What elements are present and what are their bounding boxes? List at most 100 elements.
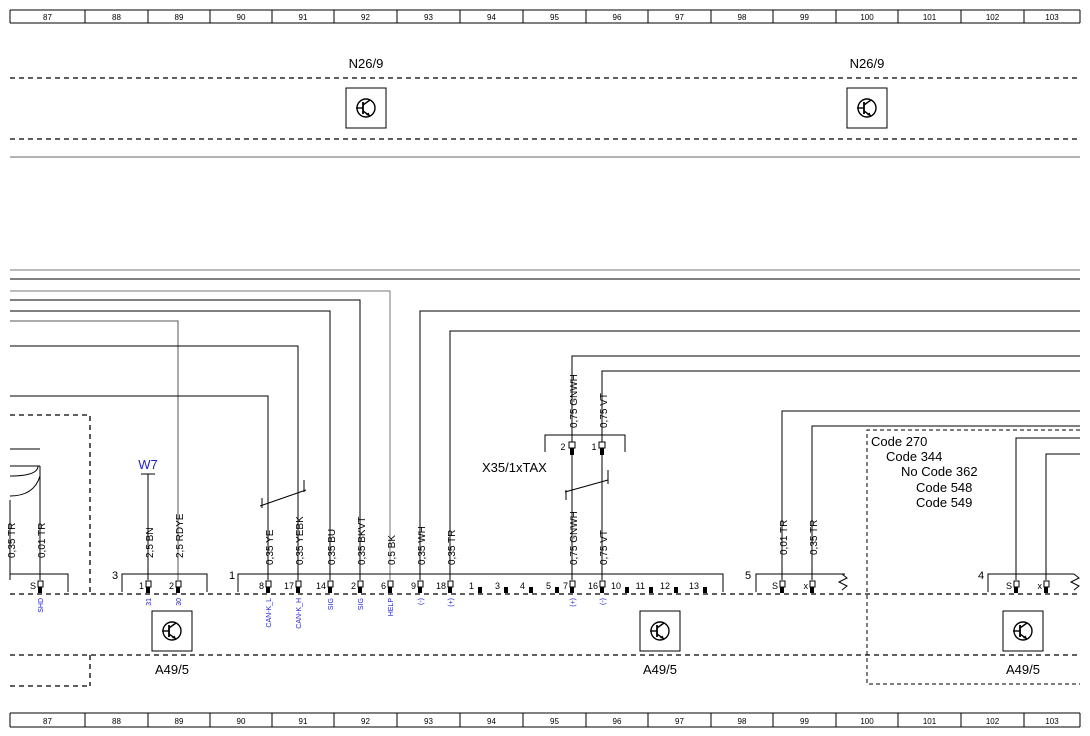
signal-label: (+) [448,598,455,607]
unused-pin: 13 [689,581,707,593]
signal-label: (-) [600,598,607,605]
pin-contact [38,587,42,593]
pin-terminal [1013,580,1020,588]
code-label: Code 549 [916,495,972,510]
pin-terminal [327,580,334,588]
column-number: 89 [175,13,184,22]
wire-label: 0,35 YEBK [295,516,306,565]
wire-labels: 0,35 TR 0,01 TR 2,5 BN 2,5 RDYE 0,35 YE … [7,511,820,565]
column-number: 100 [860,717,874,726]
column-number: 103 [1045,717,1059,726]
signal-label: HELP [388,598,395,617]
wire-label: 0,35 TR [7,523,18,558]
code-label: Code 548 [916,480,972,495]
connector1-pin: 16(-) [588,580,607,605]
pin-contact [478,587,482,593]
connector1-pin: 7(+) [563,580,577,607]
wire-label: 0,01 TR [779,520,790,555]
column-number: 88 [112,13,121,22]
pin-number: 11 [636,581,645,591]
column-number: 87 [43,717,52,726]
wire-label: 0,75 GNWH [569,511,580,565]
pin-number: 2 [351,581,356,591]
signal-label: (+) [570,598,577,607]
wire-label: 0,35 TR [809,520,820,555]
pin-contact [649,587,653,593]
pin-contact [570,587,574,593]
wire-label: 0,35 BU [327,529,338,565]
wire-label: 2,5 RDYE [175,513,186,558]
pin-number: 8 [259,581,264,591]
pin-contact [328,587,332,593]
module-a49-5-center: A49/5 [639,610,681,677]
pin-contact [296,587,300,593]
module-a49-5-left: A49/5 [151,610,193,677]
wire-label: 0,75 VT [599,393,610,428]
unused-pin: 11 [636,581,653,593]
code-label: No Code 362 [901,464,978,479]
connector4-pin: S [1006,580,1020,593]
pin-number: S [30,581,36,591]
connector5-pin: S [772,580,786,593]
zigzag-break-marks [837,573,1080,591]
column-number: 91 [299,717,308,726]
column-number: 99 [800,717,809,726]
pin-number: 2 [560,442,565,452]
pin-number: x [804,581,809,591]
column-number: 92 [361,717,370,726]
unused-pin: 3 [495,581,508,593]
unused-pin: 1 [469,581,482,593]
pin-number: S [1006,581,1012,591]
pin-terminal [417,580,424,588]
connector1-pin: 9(-) [411,580,425,605]
signal-label: SIG [328,598,335,610]
column-number: 97 [675,13,684,22]
column-number: 96 [613,13,622,22]
pin-terminal [175,580,182,588]
pin-number: 4 [520,581,525,591]
pin-contact [810,587,814,593]
pin-number: x [1038,581,1043,591]
code-label: Code 344 [886,449,942,464]
component-label-n26-9-left: N26/9 [349,56,384,71]
pin-terminal [779,580,786,588]
wire-label: 0,35 TR [447,530,458,565]
pin-number: 7 [563,581,568,591]
pin-number: S [772,581,778,591]
pin-terminal [145,580,152,588]
wire-label: 0,01 TR [37,523,48,558]
pin-number: 16 [588,581,598,591]
wire-label: 0,35 YE [265,529,276,565]
pin-terminal [295,580,302,588]
column-number: 88 [112,717,121,726]
column-number: 97 [675,717,684,726]
column-number: 98 [738,13,747,22]
wire-routing [9,269,1080,580]
connector-number: 1 [229,570,235,582]
signal-label: 31 [146,598,153,606]
pin-contact [529,587,533,593]
connector-number: 4 [978,570,984,582]
unused-pin: 4 [520,581,533,593]
connector4-pin: x [1038,580,1050,593]
connector3-pin: 131 [139,580,153,606]
wire-label: 0,5 BK [387,535,398,565]
column-number: 94 [487,13,496,22]
module-label: A49/5 [1006,662,1040,677]
pin-contact [1014,587,1018,593]
pin-terminal [357,580,364,588]
pin-contact [266,587,270,593]
pin-number: 9 [411,581,416,591]
pin-terminal [37,580,44,588]
transistor-icon [1002,610,1044,652]
pin-terminal [265,580,272,588]
pin-contact [358,587,362,593]
column-number: 95 [550,717,559,726]
pin-number: 6 [381,581,386,591]
wire-label: 0,35 WH [417,526,428,565]
pin-terminal [387,580,394,588]
wire-label: 0,35 BKVT [357,517,368,565]
pin-contact [388,587,392,593]
column-number: 93 [424,717,433,726]
